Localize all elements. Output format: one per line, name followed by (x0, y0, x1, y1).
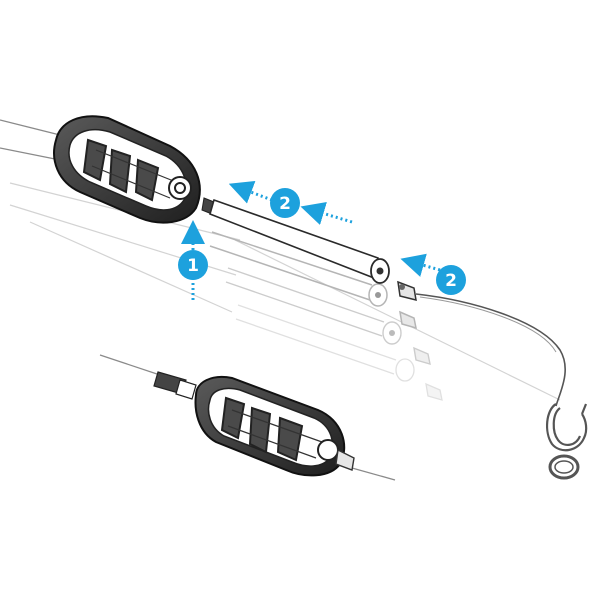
step-badge-1-label: 1 (187, 256, 199, 276)
step-badge-1: 1 (178, 250, 208, 280)
feeder-tube (201, 197, 390, 284)
arrow-left-tube-2 (300, 201, 353, 225)
arrow-left-tube (228, 180, 273, 204)
step-badge-2-tube-label: 2 (279, 194, 291, 214)
motion-arrows (181, 180, 441, 300)
step-badge-2-bead-label: 2 (445, 271, 457, 291)
arrow-left-bead (400, 253, 441, 277)
step-badge-2-tube: 2 (270, 188, 300, 218)
step-badge-2-bead: 2 (436, 265, 466, 295)
hooklink (397, 280, 566, 407)
method-feeder-top (53, 115, 201, 224)
ghost-tube-copies (209, 231, 443, 401)
method-feeder-bottom (99, 354, 396, 481)
hook (546, 403, 588, 480)
